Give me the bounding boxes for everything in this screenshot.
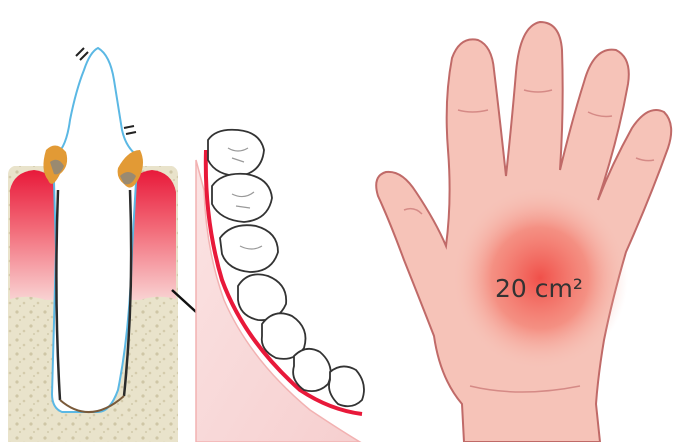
wobble-mark-top (76, 48, 88, 60)
tooth-1 (208, 130, 264, 176)
palm-area-label: 20 cm² (495, 274, 583, 303)
gum-tissue (10, 170, 56, 300)
tooth-2 (212, 174, 272, 222)
jaw-teeth-illustration (196, 130, 364, 442)
gum-tissue-right (130, 170, 176, 300)
tooth-7 (329, 366, 364, 406)
wobble-mark-right (124, 126, 136, 134)
hand-illustration: 20 cm² (376, 22, 671, 442)
tooth-6 (293, 349, 331, 391)
